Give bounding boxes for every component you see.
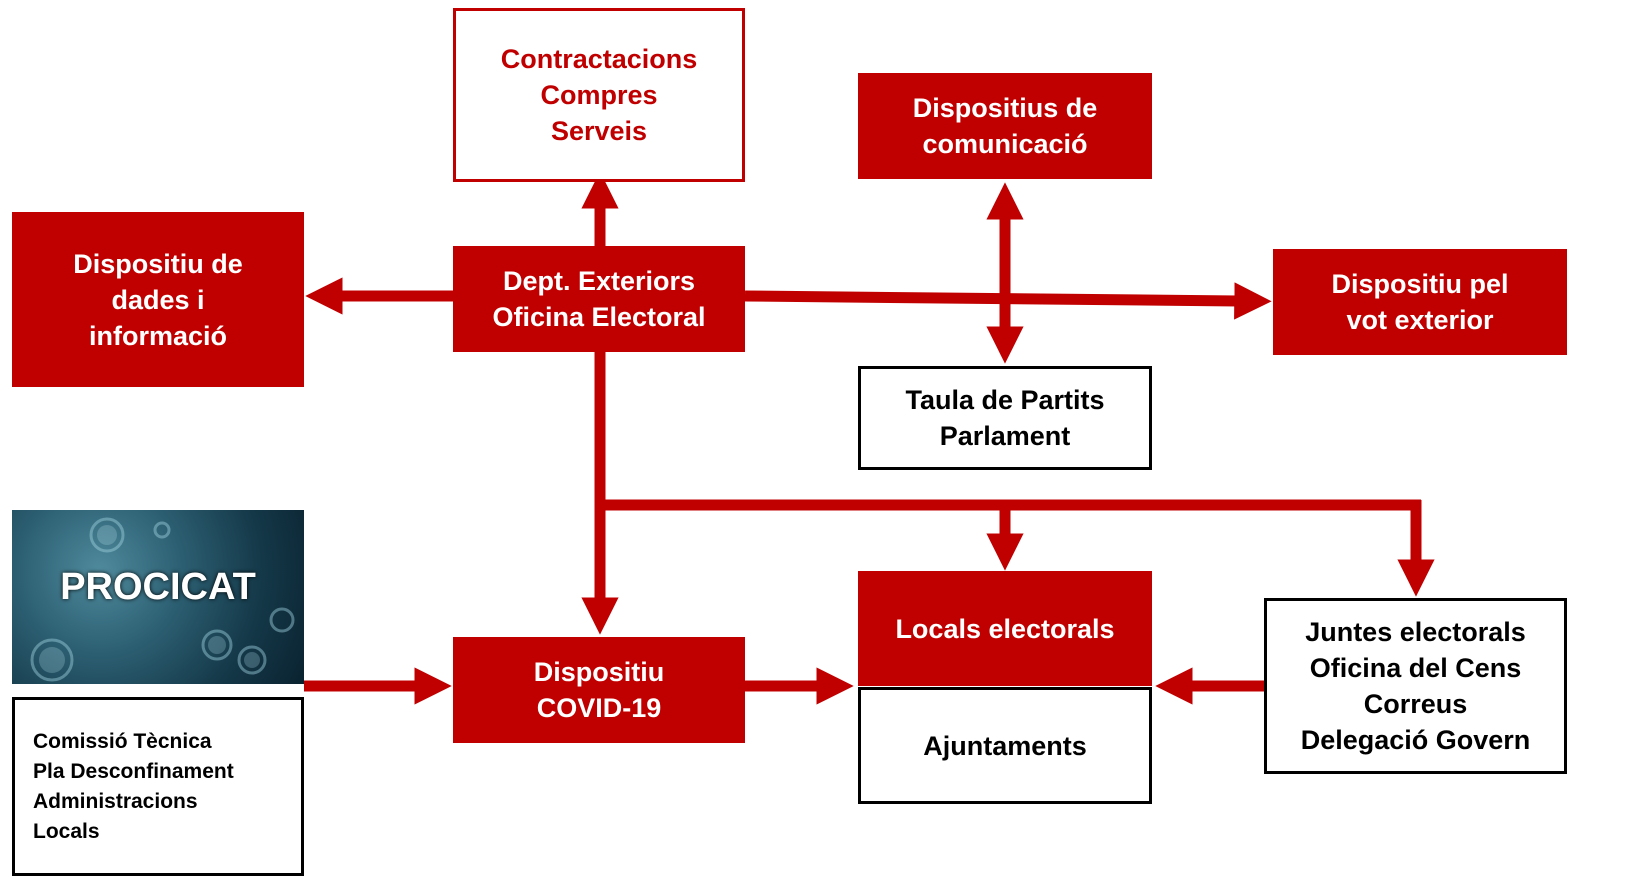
node-taula-partits: Taula de Partits Parlament [858,366,1152,470]
node-contractacions: Contractacions Compres Serveis [453,8,745,182]
node-locals: Locals electorals [858,571,1152,686]
arrow-to-vot-exterior [744,282,1272,320]
node-juntes-line-2: Oficina del Cens [1309,653,1522,683]
node-covid-line-1: Dispositiu [533,657,665,687]
node-taula-partits-line-2: Parlament [939,421,1071,451]
node-dades-line-1: Dispositiu de [73,248,243,279]
node-comissio: Comissió Tècnica Pla Desconfinament Admi… [12,697,304,876]
node-ajuntaments-line-1: Ajuntaments [923,730,1087,761]
node-comissio-line-3: Administracions [33,789,198,813]
node-dades-line-3: informació [88,320,228,351]
procicat-label: PROCICAT [60,566,256,608]
node-juntes-line-3: Correus [1363,689,1468,719]
node-comunicacio: Dispositius de comunicació [858,73,1152,179]
node-locals-line-1: Locals electorals [895,613,1115,644]
node-dades: Dispositiu de dades i informació [12,212,304,387]
node-vot-exterior-line-1: Dispositiu pel [1331,269,1509,299]
node-juntes: Juntes electorals Oficina del Cens Corre… [1264,598,1567,774]
node-taula-partits-line-1: Taula de Partits [905,385,1105,415]
node-comissio-line-1: Comissió Tècnica [33,729,212,753]
node-vot-exterior-line-2: vot exterior [1346,305,1494,335]
node-dades-line-2: dades i [111,284,205,315]
node-covid: Dispositiu COVID-19 [453,637,745,743]
node-contractacions-line-3: Serveis [550,116,648,146]
node-comunicacio-line-1: Dispositius de [912,93,1098,123]
node-comissio-line-2: Pla Desconfinament [33,759,234,783]
node-contractacions-line-2: Compres [540,80,658,110]
node-comunicacio-line-2: comunicació [922,129,1088,159]
node-exteriors: Dept. Exteriors Oficina Electoral [453,246,745,352]
node-ajuntaments: Ajuntaments [858,687,1152,804]
node-contractacions-line-1: Contractacions [500,44,698,74]
node-juntes-line-4: Delegació Govern [1300,725,1531,755]
node-vot-exterior: Dispositiu pel vot exterior [1273,249,1567,355]
node-exteriors-line-1: Dept. Exteriors [502,266,696,296]
node-covid-line-2: COVID-19 [536,693,662,723]
node-comissio-line-4: Locals [33,819,100,843]
virus-illustration [30,517,295,682]
node-juntes-line-1: Juntes electorals [1305,617,1526,647]
procicat-image: PROCICAT [12,510,304,684]
node-exteriors-line-2: Oficina Electoral [492,302,706,332]
